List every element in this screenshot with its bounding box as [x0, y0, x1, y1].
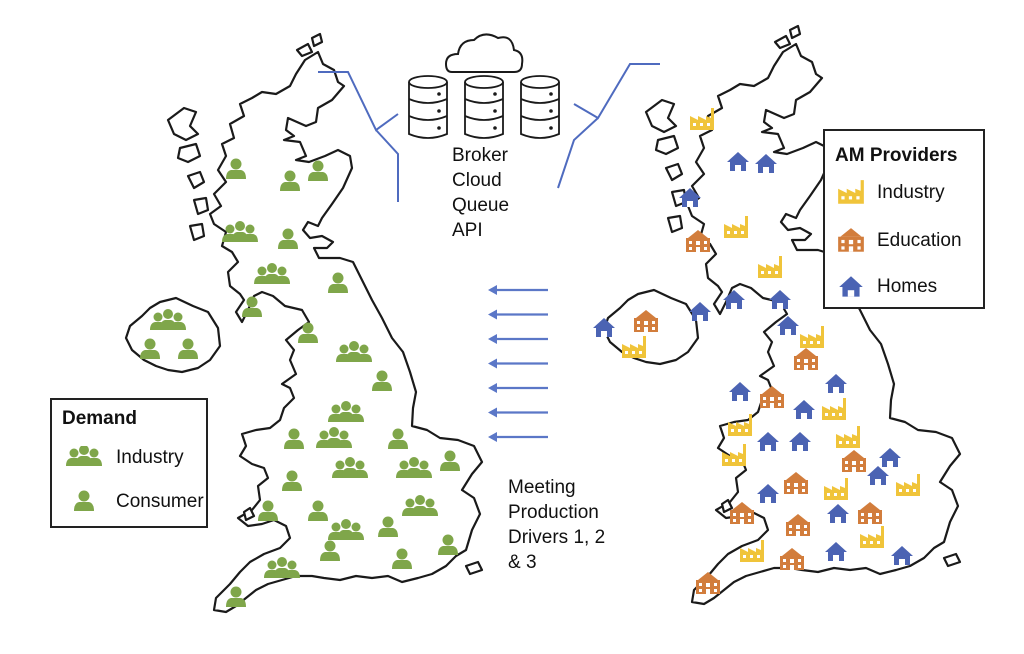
- database-icon: [464, 75, 504, 139]
- legend-label: Industry: [877, 182, 945, 203]
- flow-arrows: [488, 285, 548, 442]
- factory-icon: [838, 180, 864, 204]
- cloud-icon: [444, 33, 524, 73]
- legend-label: Homes: [877, 276, 938, 297]
- demand-legend: Demand Industry Consumer: [50, 398, 208, 528]
- providers-legend-title: AM Providers: [835, 145, 958, 166]
- database-icon: [520, 75, 560, 139]
- legend-label: Education: [877, 230, 962, 251]
- legend-label: Consumer: [116, 491, 204, 512]
- provider-map: [602, 24, 962, 606]
- demand-legend-consumer: Consumer: [62, 490, 204, 514]
- left-arrow-icon: [488, 285, 548, 295]
- house-icon: [729, 382, 751, 401]
- person-icon: [74, 490, 94, 511]
- house-icon: [839, 276, 863, 297]
- left-arrow-icon: [488, 432, 548, 442]
- left-arrow-icon: [488, 407, 548, 418]
- flow-caption: Meeting Production Drivers 1, 2 & 3: [508, 475, 605, 575]
- broker-line: Broker: [452, 145, 508, 166]
- legend-label: Industry: [116, 447, 184, 468]
- providers-legend: AM Providers Industry Education Homes: [823, 129, 985, 309]
- broker-graphic: [408, 33, 560, 139]
- left-arrow-icon: [488, 334, 548, 344]
- database-icon: [408, 75, 448, 139]
- providers-legend-industry: Industry: [835, 178, 945, 208]
- left-arrow-icon: [488, 309, 548, 320]
- broker-caption: Broker Cloud Queue API: [452, 143, 509, 243]
- broker-line: Queue: [452, 195, 510, 216]
- factory-icon: [728, 414, 752, 436]
- right-bracket: [557, 63, 660, 189]
- left-bracket: [318, 71, 399, 202]
- flow-line: Meeting: [508, 477, 576, 498]
- demand-legend-title: Demand: [62, 408, 137, 429]
- left-arrow-icon: [488, 358, 548, 369]
- flow-line: Drivers 1, 2: [508, 527, 606, 548]
- broker-line: API: [452, 220, 483, 241]
- house-icon: [689, 302, 711, 321]
- left-arrow-icon: [488, 383, 548, 393]
- broker-line: Cloud: [452, 170, 502, 191]
- group-icon: [66, 446, 102, 466]
- demand-legend-industry: Industry: [62, 446, 184, 470]
- factory-icon: [690, 108, 714, 130]
- flow-line: & 3: [508, 552, 537, 573]
- providers-legend-education: Education: [835, 226, 962, 256]
- providers-legend-homes: Homes: [835, 272, 937, 302]
- flow-line: Production: [508, 502, 599, 523]
- school-icon: [838, 228, 864, 252]
